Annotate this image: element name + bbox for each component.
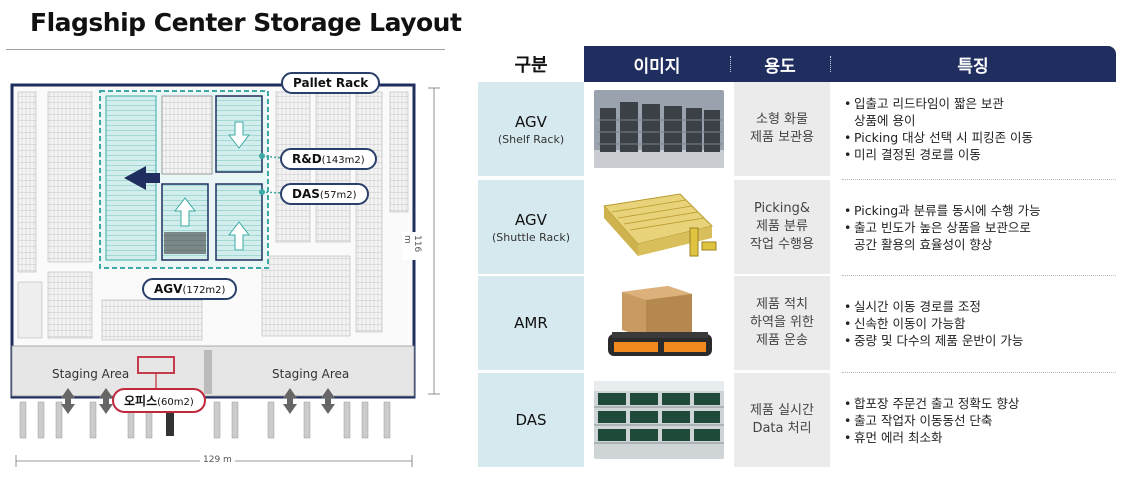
feature-item: 중량 및 다수의 제품 운반이 가능 <box>844 332 1116 349</box>
width-dimension-label: 129 m <box>200 455 235 465</box>
agv-zone-label: AGV(172m2) <box>142 278 238 300</box>
das-shelves-photo-icon <box>594 381 724 459</box>
use-line: Data 처리 <box>752 421 812 436</box>
staging-area-left-label: Staging Area <box>52 367 130 381</box>
type-name: AGV <box>515 210 547 229</box>
features-cell: 실시간 이동 경로를 조정 신속한 이동이 가능함 중량 및 다수의 제품 운반… <box>842 276 1116 370</box>
floor-plan-drawing <box>10 83 440 467</box>
use-line: 제품 적치 <box>756 297 808 312</box>
type-cell: DAS <box>478 373 584 467</box>
row-divider <box>842 372 1116 373</box>
row-divider <box>842 275 1116 276</box>
use-line: 하역을 위한 <box>750 315 814 330</box>
feature-item: Picking 대상 선택 시 피킹존 이동 <box>844 129 1116 146</box>
type-subtitle: (Shelf Rack) <box>497 132 565 146</box>
features-cell: 합포장 주문건 출고 정확도 향상 출고 작업자 이동동선 단축 휴먼 에러 최… <box>842 373 1116 467</box>
header-type: 구분 <box>514 55 548 76</box>
pallet-rack-label: Pallet Rack <box>281 72 381 94</box>
header-separator <box>830 56 831 72</box>
header-image: 이미지 <box>633 56 681 77</box>
use-line: 제품 보관용 <box>750 130 814 145</box>
use-line: Picking& <box>753 201 811 216</box>
feature-item: 미리 결정된 경로를 이동 <box>844 146 1116 163</box>
type-cell: AMR <box>478 276 584 370</box>
feature-item: 합포장 주문건 출고 정확도 향상 <box>844 395 1116 412</box>
amr-robot-icon <box>594 284 724 362</box>
feature-item: 신속한 이동이 가능함 <box>844 315 1116 332</box>
header-separator <box>730 56 731 72</box>
das-zone-label: DAS(57m2) <box>280 183 369 205</box>
feature-item: Picking과 분류를 동시에 수행 가능 <box>844 202 1116 219</box>
feature-item: 출고 작업자 이동동선 단축 <box>844 412 1116 429</box>
use-cell: 제품 실시간 Data 처리 <box>734 373 830 467</box>
type-subtitle: (Shuttle Rack) <box>491 230 570 244</box>
shelf-rack-photo-icon <box>594 90 724 168</box>
use-line: 제품 분류 <box>756 219 808 234</box>
use-line: 제품 운송 <box>756 333 808 348</box>
use-line: 제품 실시간 <box>750 403 814 418</box>
office-zone-label: 오피스(60m2) <box>112 388 206 413</box>
title-divider <box>6 49 445 50</box>
use-line: 소형 화물 <box>756 112 808 127</box>
type-name: AGV <box>515 112 547 131</box>
shuttle-rack-icon <box>594 188 724 266</box>
features-cell: Picking과 분류를 동시에 수행 가능 출고 빈도가 높은 상품을 보관으… <box>842 180 1116 274</box>
use-line: 작업 수행용 <box>750 237 814 252</box>
floor-plan: Pallet Rack R&D(143m2) DAS(57m2) AGV(172… <box>0 0 450 478</box>
height-dimension-label: 116 m <box>402 232 422 260</box>
header-use: 용도 <box>764 56 796 77</box>
table-row-das: DAS 제품 실시간 Data 처리 <box>478 373 1116 467</box>
feature-item: 실시간 이동 경로를 조정 <box>844 298 1116 315</box>
row-divider <box>842 179 1116 180</box>
rd-zone-label: R&D(143m2) <box>280 148 377 170</box>
feature-item: 휴먼 에러 최소화 <box>844 429 1116 446</box>
header-band: 이미지 용도 특징 <box>584 46 1116 82</box>
staging-area-right-label: Staging Area <box>272 367 350 381</box>
type-cell: AGV (Shuttle Rack) <box>478 180 584 274</box>
page-title: Flagship Center Storage Layout <box>30 8 462 37</box>
type-name: DAS <box>515 411 547 429</box>
type-name: AMR <box>514 314 548 332</box>
type-cell: AGV (Shelf Rack) <box>478 82 584 176</box>
header-features: 특징 <box>957 56 989 77</box>
